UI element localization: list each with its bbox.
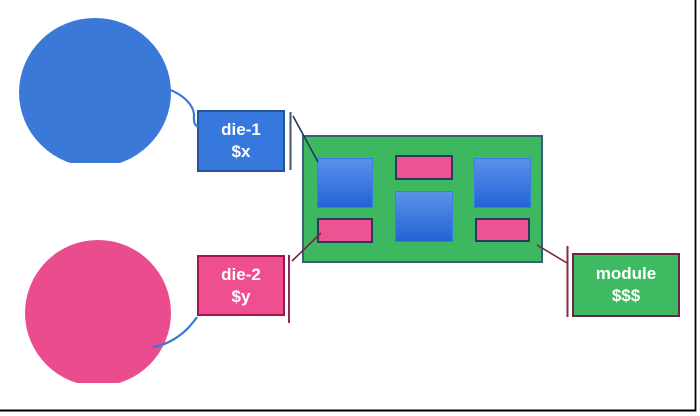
chip-pink-component-bottom-left — [317, 218, 373, 243]
die1-cost: $x — [231, 142, 251, 161]
module-name: module — [595, 264, 657, 283]
chip-pink-component-top — [395, 155, 453, 180]
die2-circle — [25, 240, 171, 383]
die2-name: die-2 — [221, 264, 261, 284]
die2-cost: $y — [231, 286, 251, 306]
die1-circle — [19, 18, 171, 163]
curve-blue-circle-to-die1 — [167, 87, 199, 128]
chip-pink-component-bottom-right — [475, 218, 530, 242]
module-cost: $$$ — [611, 286, 641, 305]
chip-blue-die-top-left — [317, 158, 373, 208]
module-label-box: module $$$ — [572, 253, 680, 317]
chip-blue-die-center — [395, 191, 453, 242]
module-chip — [302, 135, 543, 263]
chip-blue-die-top-right — [474, 158, 531, 208]
die1-label-box: die-1 $x — [197, 110, 285, 172]
die1-name: die-1 — [221, 120, 261, 139]
die2-label-box: die-2 $y — [197, 255, 285, 316]
